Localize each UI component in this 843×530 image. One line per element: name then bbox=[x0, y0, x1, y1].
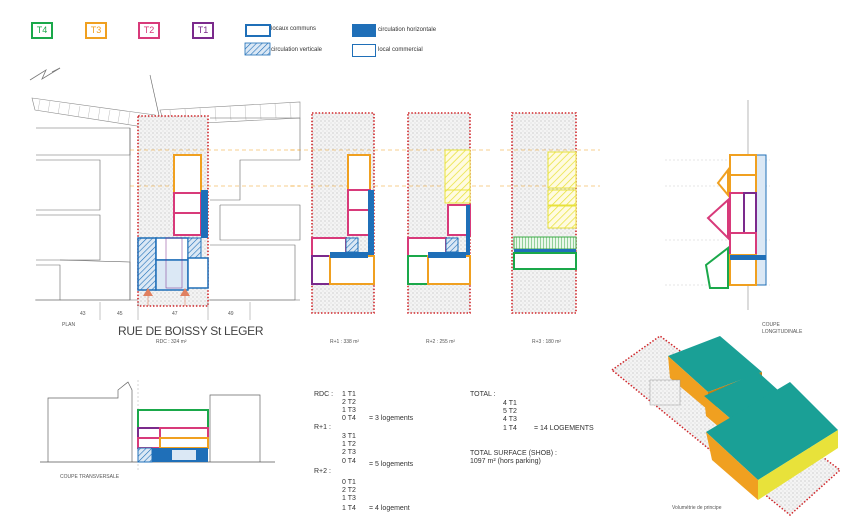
r3-caption: R+3 : 180 m² bbox=[532, 339, 562, 345]
r1-label: R+1 : bbox=[314, 424, 331, 431]
total-line-2: 5 T2 bbox=[503, 408, 517, 415]
rdc-line-1: 1 T1 bbox=[342, 391, 356, 398]
total-sum: = 14 LOGEMENTS bbox=[534, 425, 594, 432]
coupe-transversale: COUPE TRANSVERSALE bbox=[60, 474, 120, 480]
street-number-47: 47 bbox=[172, 311, 178, 317]
legend-hatch-swatch-svg bbox=[244, 42, 271, 56]
neighbor-buildings bbox=[35, 74, 301, 301]
legend-t3-badge: T3 bbox=[85, 22, 107, 39]
legend-locaux-communs-swatch bbox=[245, 24, 271, 37]
street-name: RUE DE BOISSY St LEGER bbox=[118, 324, 264, 338]
total-line-3: 4 T3 bbox=[503, 416, 517, 423]
r2-caption: R+2 : 255 m² bbox=[426, 339, 456, 345]
legend-circulation-horizontale-swatch bbox=[352, 24, 376, 37]
legend-locaux-communs-label: locaux communs bbox=[271, 26, 317, 32]
r1-total: = 5 logements bbox=[369, 461, 414, 468]
floor-plan-r2 bbox=[395, 112, 490, 314]
r2-line-2: 2 T2 bbox=[342, 487, 356, 494]
rdc-surface: RDC : 324 m² bbox=[156, 339, 187, 345]
r1-caption: R+1 : 338 m² bbox=[330, 339, 360, 345]
total-label: TOTAL : bbox=[470, 391, 496, 398]
legend-circulation-horizontale-label: circulation horizontale bbox=[378, 27, 437, 33]
legend-t4-badge: T4 bbox=[31, 22, 53, 39]
r1-line-1: 3 T1 bbox=[342, 433, 356, 440]
r2-line-3: 1 T3 bbox=[342, 495, 356, 502]
legend-t1-badge: T1 bbox=[192, 22, 214, 39]
floor-plan-r1 bbox=[290, 112, 395, 314]
r1-line-3: 2 T3 bbox=[342, 449, 356, 456]
legend-t2-badge: T2 bbox=[138, 22, 160, 39]
rdc-line-2: 2 T2 bbox=[342, 399, 356, 406]
north-arrow-icon bbox=[29, 67, 61, 81]
r1-line-4: 0 T4 bbox=[342, 458, 356, 465]
legend-circulation-verticale-label: circulation verticale bbox=[271, 47, 323, 53]
street-number-49: 49 bbox=[228, 311, 234, 317]
rdc-label: RDC : bbox=[314, 391, 334, 398]
coupe-longitudinale-line1: COUPE bbox=[762, 322, 780, 328]
surface-value: 1097 m² (hors parking) bbox=[470, 458, 541, 465]
street-number-43: 43 bbox=[80, 311, 86, 317]
street-number-45: 45 bbox=[117, 311, 123, 317]
legend-local-commercial-swatch bbox=[352, 44, 376, 57]
rdc-line-4: 0 T4 bbox=[342, 415, 356, 422]
surface-label: TOTAL SURFACE (SHOB) : bbox=[470, 450, 557, 457]
r1-line-2: 1 T2 bbox=[342, 441, 356, 448]
rdc-total: = 3 logements bbox=[369, 415, 414, 422]
coupe-longitudinale-line2: LONGITUDINALE bbox=[762, 329, 803, 335]
plan-label: PLAN bbox=[62, 322, 76, 328]
r2-line-1: 0 T1 bbox=[342, 479, 356, 486]
r2-total: = 4 logement bbox=[369, 505, 410, 512]
total-line-4: 1 T4 bbox=[503, 425, 517, 432]
r2-line-4: 1 T4 bbox=[342, 505, 356, 512]
volume-caption: Volumétrie de principe bbox=[672, 505, 722, 511]
total-line-1: 4 T1 bbox=[503, 400, 517, 407]
floor-plan-r3 bbox=[500, 112, 600, 314]
legend-local-commercial-label: local commercial bbox=[378, 47, 423, 53]
rdc-line-3: 1 T3 bbox=[342, 407, 356, 414]
r2-label: R+2 : bbox=[314, 468, 331, 475]
